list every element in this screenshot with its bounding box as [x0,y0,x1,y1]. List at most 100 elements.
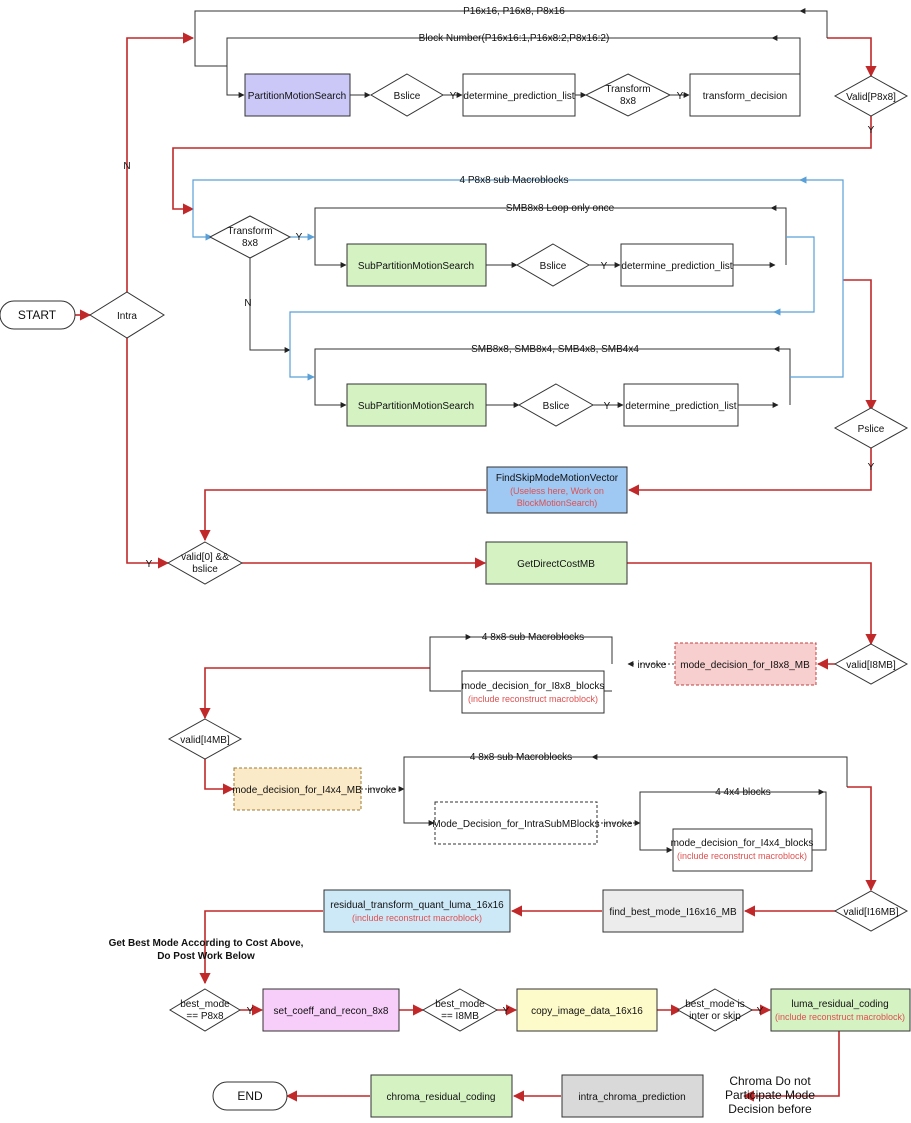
svg-text:GetDirectCostMB: GetDirectCostMB [517,559,595,570]
svg-text:PartitionMotionSearch: PartitionMotionSearch [248,91,346,102]
box-partition-motion-search: PartitionMotionSearch [244,73,351,117]
svg-text:mode_decision_for_I4x4_blocks: mode_decision_for_I4x4_blocks [671,838,814,849]
svg-text:inter or skip: inter or skip [689,1011,741,1022]
svg-text:== P8x8: == P8x8 [186,1011,224,1022]
svg-text:find_best_mode_I16x16_MB: find_best_mode_I16x16_MB [609,907,737,918]
box-mode-intra-sub: Mode_Decision_for_IntraSubMBlocks [432,801,600,845]
box-luma-residual: luma_residual_coding (include reconstruc… [770,988,911,1032]
branch-labels: N N Y Y Y Y Y Y Y Y Y Y Y invoke invoke … [123,91,874,1017]
svg-text:Y: Y [677,91,684,102]
svg-text:(include reconstruct macrobloc: (include reconstruct macroblock) [677,851,807,861]
svg-text:Intra: Intra [117,311,137,322]
box-residual-luma16: residual_transform_quant_luma_16x16 (inc… [323,889,511,933]
svg-text:best_mode is: best_mode is [685,999,744,1010]
svg-text:best_mode: best_mode [180,999,230,1010]
svg-text:8x8: 8x8 [620,96,637,107]
svg-text:Y: Y [604,401,611,412]
svg-text:mode_decision_for_I4x4_MB: mode_decision_for_I4x4_MB [232,785,362,796]
decision-best-inter-skip: best_mode is inter or skip [676,988,754,1032]
svg-text:Participate Mode: Participate Mode [725,1088,815,1102]
svg-text:valid[I16MB]: valid[I16MB] [843,907,898,918]
svg-text:transform_decision: transform_decision [703,91,787,102]
start-terminal: START [0,300,76,330]
blue-connectors [192,176,844,381]
decision-transform-mid: Transform 8x8 [208,215,292,259]
decision-transform-top: Transform 8x8 [584,73,672,117]
svg-text:(Useless here, Work on: (Useless here, Work on [510,486,604,496]
svg-text:chroma_residual_coding: chroma_residual_coding [387,1092,496,1103]
loop-label-smb-all: SMB8x8, SMB8x4, SMB4x8, SMB4x4 [471,344,639,355]
svg-text:valid[I4MB]: valid[I4MB] [180,735,230,746]
svg-text:Pslice: Pslice [858,424,885,435]
svg-text:Decision before: Decision before [728,1102,812,1116]
decision-bslice-3: Bslice [517,383,595,427]
decision-valid0-bslice: valid[0] && bslice [166,541,244,585]
loop-labels: P16x16, P16x8, P8x16 Block Number(P16x16… [419,6,771,798]
svg-text:Bslice: Bslice [543,401,570,412]
svg-text:invoke: invoke [368,785,397,796]
svg-text:Y: Y [450,91,457,102]
svg-text:mode_decision_for_I8x8_MB: mode_decision_for_I8x8_MB [680,660,810,671]
svg-text:Y: Y [247,1006,254,1017]
box-find-best-i16: find_best_mode_I16x16_MB [602,889,744,933]
box-determine-prediction-list-2: determine_prediction_list [620,243,734,287]
svg-text:FindSkipModeMotionVector: FindSkipModeMotionVector [496,473,619,484]
decision-bslice-2: Bslice [516,243,590,287]
box-sub-partition-1: SubPartitionMotionSearch [346,243,487,287]
loop-label-4p8x8: 4 P8x8 sub Macroblocks [460,175,569,186]
svg-text:bslice: bslice [192,564,218,575]
box-determine-prediction-list-3: determine_prediction_list [623,383,739,427]
box-sub-partition-2: SubPartitionMotionSearch [346,383,487,427]
svg-text:START: START [18,308,57,322]
svg-text:N: N [244,298,251,309]
box-transform-decision: transform_decision [689,73,801,117]
box-get-direct-cost: GetDirectCostMB [485,541,628,585]
decision-best-i8mb: best_mode == I8MB [421,988,499,1032]
svg-text:(include reconstruct macrobloc: (include reconstruct macroblock) [352,913,482,923]
loop-label-block-number: Block Number(P16x16:1,P16x8:2,P8x16:2) [419,33,610,44]
svg-text:Bslice: Bslice [540,261,567,272]
svg-text:N: N [123,161,130,172]
svg-text:best_mode: best_mode [435,999,485,1010]
svg-text:invoke: invoke [638,660,667,671]
svg-text:BlockMotionSearch): BlockMotionSearch) [517,498,598,508]
decision-intra: Intra [89,291,165,339]
svg-text:residual_transform_quant_luma_: residual_transform_quant_luma_16x16 [330,900,504,911]
red-connectors [75,32,877,1102]
end-terminal: END [212,1081,288,1111]
svg-text:Y: Y [146,559,153,570]
svg-text:Bslice: Bslice [394,91,421,102]
box-find-skip-mode: FindSkipModeMotionVector (Useless here, … [486,466,628,514]
svg-text:SubPartitionMotionSearch: SubPartitionMotionSearch [358,401,474,412]
decision-best-p8x8: best_mode == P8x8 [169,988,241,1032]
svg-text:valid[I8MB]: valid[I8MB] [846,660,896,671]
box-mode-i4x4-blocks: mode_decision_for_I4x4_blocks (include r… [671,828,814,872]
svg-text:luma_residual_coding: luma_residual_coding [791,999,888,1010]
loop-label-8x8-sub-1: 4 8x8 sub Macroblocks [482,632,584,643]
svg-text:intra_chroma_prediction: intra_chroma_prediction [578,1092,685,1103]
svg-text:== I8MB: == I8MB [441,1011,479,1022]
svg-text:determine_prediction_list: determine_prediction_list [621,261,732,272]
svg-text:8x8: 8x8 [242,238,259,249]
svg-text:END: END [237,1089,263,1103]
box-chroma-residual: chroma_residual_coding [370,1074,513,1118]
svg-text:SubPartitionMotionSearch: SubPartitionMotionSearch [358,261,474,272]
box-set-coeff: set_coeff_and_recon_8x8 [262,988,400,1032]
svg-text:Mode_Decision_for_IntraSubMBlo: Mode_Decision_for_IntraSubMBlocks [432,819,599,830]
svg-text:Y: Y [296,232,303,243]
svg-text:(include reconstruct macrobloc: (include reconstruct macroblock) [468,694,598,704]
loop-label-4x4: 4 4x4 blocks [715,787,771,798]
svg-text:Transform: Transform [605,84,650,95]
loop-label-smb8x8: SMB8x8 Loop only once [506,203,615,214]
svg-text:(include reconstruct macrobloc: (include reconstruct macroblock) [775,1012,905,1022]
box-copy-image: copy_image_data_16x16 [516,988,658,1032]
svg-text:determine_prediction_list: determine_prediction_list [625,401,736,412]
decision-valid-i4mb: valid[I4MB] [167,718,243,760]
box-mode-i8x8-blocks: mode_decision_for_I8x8_blocks (include r… [461,670,605,714]
svg-text:Chroma Do not: Chroma Do not [729,1074,811,1088]
svg-text:Valid[P8x8]: Valid[P8x8] [846,92,896,103]
svg-text:invoke: invoke [604,819,633,830]
box-intra-chroma: intra_chroma_prediction [561,1074,704,1118]
chroma-note: Chroma Do not Participate Mode Decision … [725,1074,815,1116]
